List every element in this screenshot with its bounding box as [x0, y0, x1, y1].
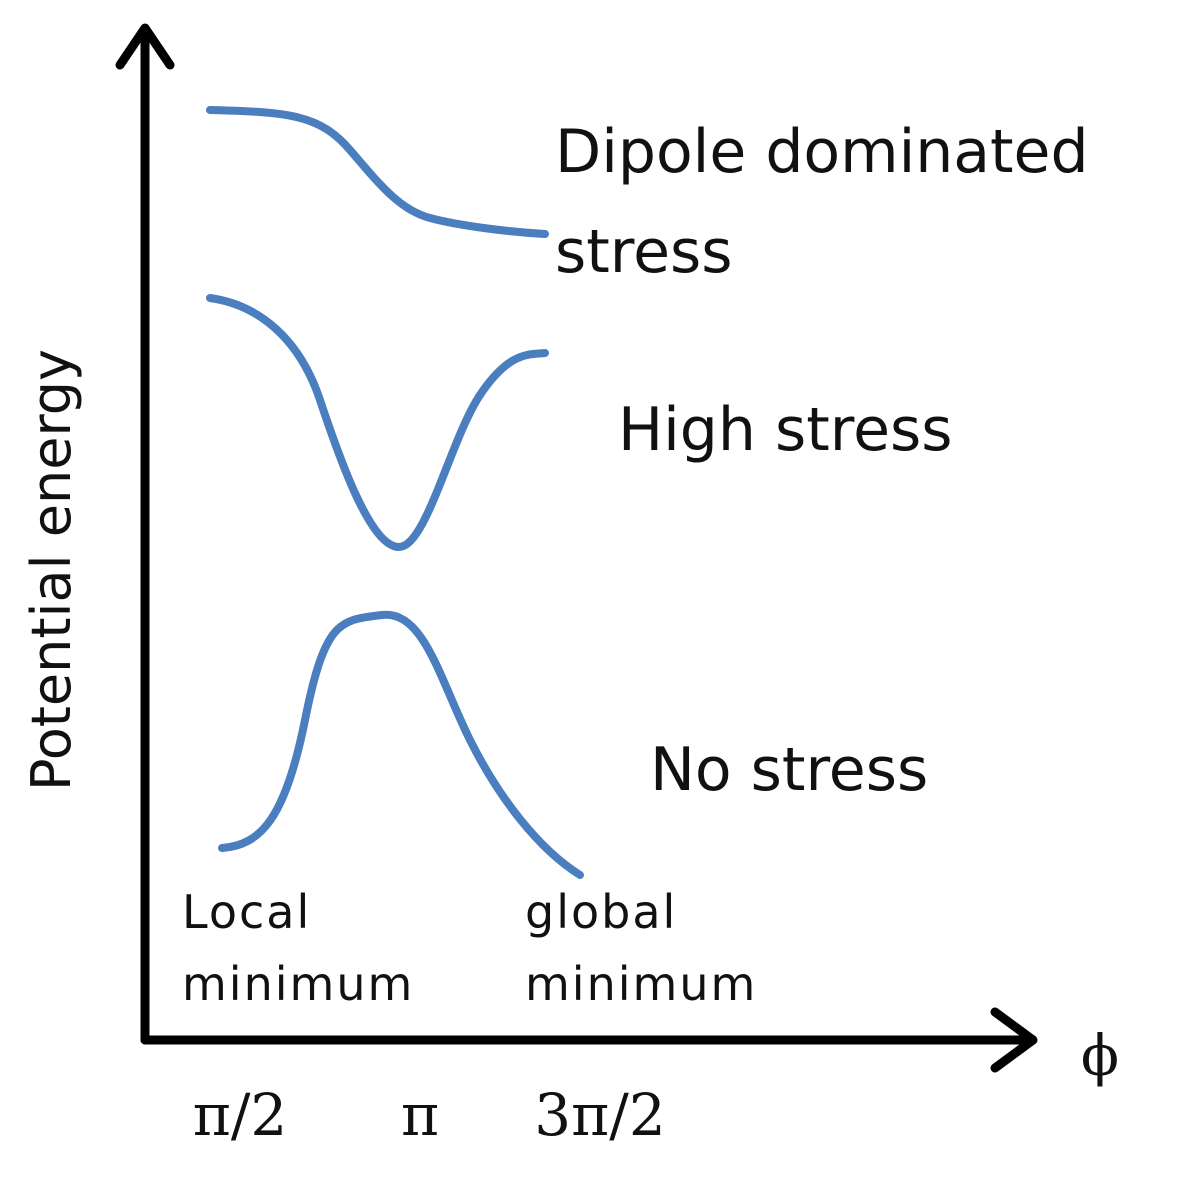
label-local-minimum-line2: minimum [182, 957, 414, 1011]
tick-label-3pi-over-2: 3π/2 [534, 1081, 665, 1149]
tick-label-pi-over-2: π/2 [193, 1081, 288, 1149]
curve-dipole-dominated-stress [206, 106, 549, 238]
curve-no-stress [218, 610, 584, 879]
y-axis-arrowhead [115, 23, 175, 70]
x-axis-arrowhead [990, 1007, 1038, 1073]
curve-high-stress [206, 294, 549, 551]
label-no-stress: No stress [650, 735, 928, 805]
y-axis-label: Potential energy [20, 349, 83, 791]
label-global-minimum-line1: global [525, 885, 677, 939]
label-high-stress: High stress [618, 395, 953, 465]
label-dipole-dominated-line1: Dipole dominated [555, 117, 1089, 187]
label-dipole-dominated-line2: stress [555, 217, 733, 287]
x-axis-label: ϕ [1081, 1024, 1119, 1089]
label-global-minimum-line2: minimum [525, 957, 757, 1011]
tick-label-pi: π [401, 1081, 439, 1149]
label-local-minimum-line1: Local [182, 885, 311, 939]
axes [115, 23, 1038, 1073]
